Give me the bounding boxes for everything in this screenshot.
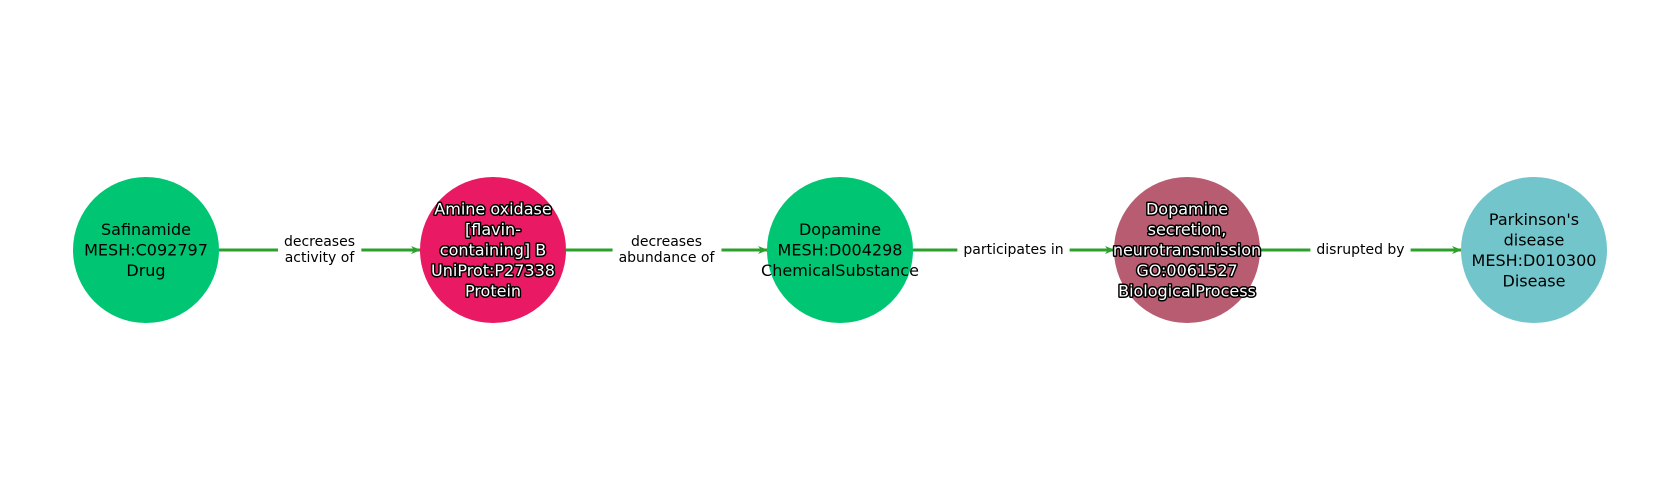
node-circle[interactable] [420,177,566,323]
node-label-line: Dopamine [799,220,881,239]
edge-label-background [277,232,362,268]
edge-label-line: disrupted by [1316,242,1404,258]
node-circle[interactable] [73,177,219,323]
node-label-line: Drug [126,261,165,280]
node-label-line: Safinamide [101,220,191,239]
node-label-line: containing] B [440,241,546,260]
node-label-line: Parkinson's [1489,210,1579,229]
node-label-line: BiologicalProcess [1118,282,1256,301]
node-label-line: [flavin- [465,220,521,239]
node-label-line: UniProt:P27338 [431,261,555,280]
edge-label-background [612,232,722,268]
node-label-line: disease [1504,230,1565,249]
edge-label-line: participates in [963,242,1063,258]
node-label-line: Amine oxidase [434,200,551,219]
node-label-line: secretion, [1148,220,1227,239]
edge-label-background [957,240,1070,260]
node-circle[interactable] [767,177,913,323]
node-label-line: neurotransmission [1113,241,1261,260]
node-label-line: Disease [1503,271,1566,290]
graph-node[interactable]: Amine oxidase[flavin-containing] BUniPro… [420,177,566,323]
node-label-line: ChemicalSubstance [761,261,919,280]
edge-label-line: decreases [284,234,355,250]
edge-label-line: decreases [631,234,702,250]
edge-label-line: activity of [285,250,356,266]
edge-label: disrupted by [1310,240,1411,260]
edge-label: participates in [957,240,1070,260]
node-label-line: Dopamine [1146,200,1228,219]
node-circle[interactable] [1461,177,1607,323]
node-label-line: MESH:C092797 [84,241,208,260]
node-label-line: GO:0061527 [1136,261,1237,280]
edge-label-background [1310,240,1411,260]
node-label-line: MESH:D004298 [778,241,903,260]
node-circle[interactable] [1114,177,1260,323]
edge-label-line: abundance of [619,250,716,266]
node-label-line: Protein [465,282,521,301]
node-label-line: MESH:D010300 [1472,251,1597,270]
